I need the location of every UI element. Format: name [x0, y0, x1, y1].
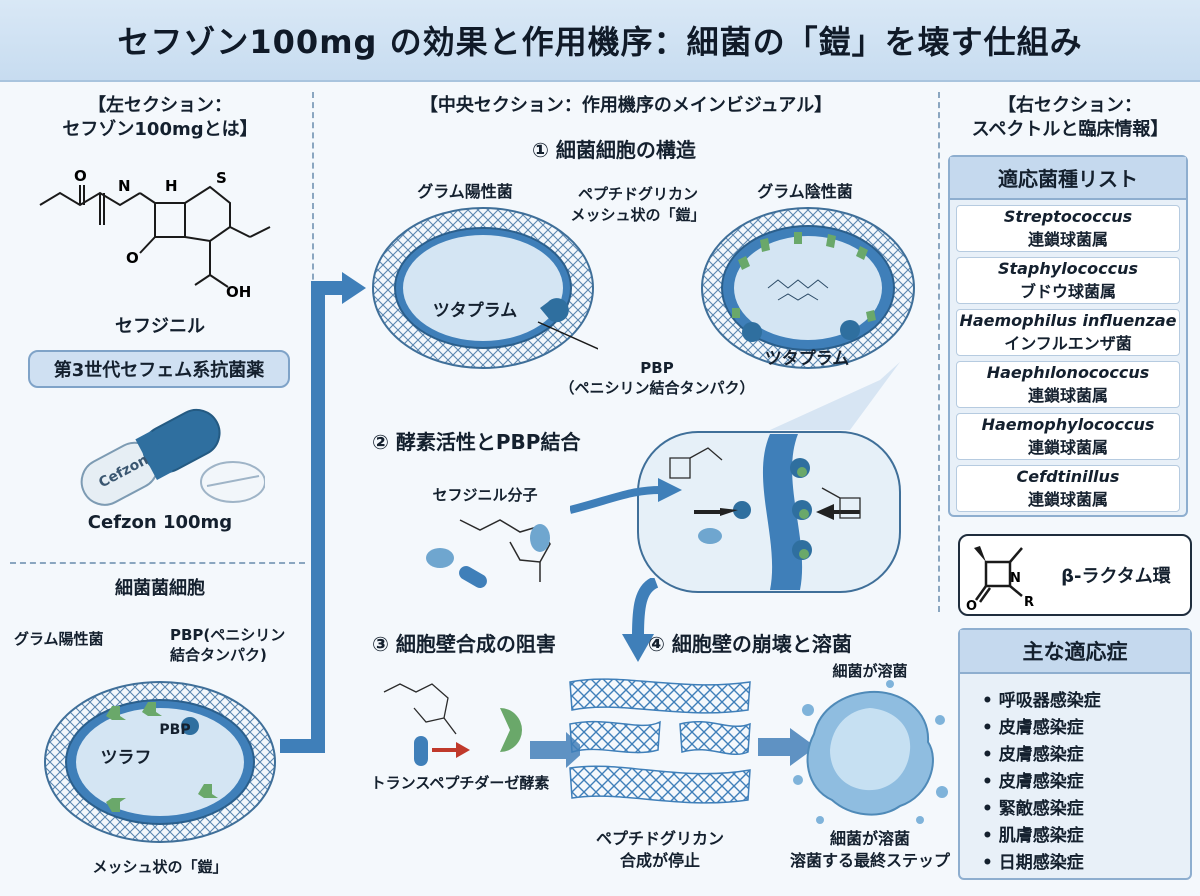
list-item: 緊敵感染症: [982, 796, 1190, 823]
species-jp: 連鎖球菌属: [1027, 386, 1108, 405]
pbp-label: PBP （ペニシリン結合タンパク）: [559, 359, 755, 398]
list-item: 日期感染症: [982, 850, 1190, 877]
left-pbp-note: PBP(ペニシリン 結合タンパク): [170, 626, 286, 664]
species-jp: インフルエンザ菌: [1004, 334, 1132, 353]
step1-title: ① 細菌細胞の構造: [532, 138, 696, 162]
lysing-bacterium: [793, 680, 948, 824]
enzyme-illustration: [383, 683, 580, 768]
left-cytoplasm-label: ツラフ: [100, 748, 152, 768]
synthesis-stop-label: ペプチドグリカン 合成が停止: [595, 829, 724, 870]
peptidoglycan-note: ペプチドグリカン メッシュ状の「鎧」: [570, 185, 706, 224]
gram-positive-cell: [372, 207, 598, 369]
beta-atom-o: O: [966, 599, 977, 612]
broken-mesh: [569, 678, 751, 804]
atom-s: S: [216, 169, 227, 187]
lysis-top-label: 細菌が溶菌: [832, 662, 908, 680]
species-name: Staphylococcus: [997, 259, 1139, 278]
step4-title: ④ 細胞壁の崩壊と溶菌: [648, 632, 852, 656]
atom-oh: OH: [226, 283, 251, 301]
list-item: 皮膚感染症: [982, 742, 1190, 769]
beta-atom-n: N: [1010, 571, 1021, 586]
arrow-right-lysis: [758, 728, 816, 766]
cytoplasm-neg-label: ツタプラム: [764, 349, 850, 369]
atom-o2: O: [126, 249, 139, 267]
lysis-bottom-label: 細菌が溶菌 溶菌する最終ステップ: [790, 829, 951, 870]
atom-h: H: [165, 177, 178, 195]
list-item: Cefdtinillus 連鎖球菌属: [956, 465, 1180, 512]
species-name: Streptococcus: [1003, 207, 1133, 226]
atom-o: O: [74, 167, 87, 185]
molecule-label: セフジニル分子: [432, 486, 538, 504]
center-section-header: 【中央セクション：作用機序のメインビジュアル】: [419, 95, 833, 116]
cell-section-header: 細菌菌細胞: [115, 578, 205, 599]
right-section-header: 【右セクション： スペクトルと臨床情報】: [971, 95, 1169, 141]
species-name: Haemophylococcus: [981, 415, 1155, 434]
list-item: 皮膚感染症: [982, 715, 1190, 742]
list-item: Haemophilus influenzae インフルエンザ菌: [956, 309, 1180, 356]
species-jp: ブドウ球菌属: [1019, 282, 1116, 301]
divider-left-horizontal: [10, 562, 305, 564]
zoom-callout: [570, 362, 901, 593]
cefdinir-structure: O N H S O OH: [39, 167, 271, 301]
cefdinir-molecules: [426, 519, 551, 588]
capsule-illustration: Cefzon: [80, 408, 265, 506]
arrow-down: [622, 578, 659, 662]
gram-negative-label: グラム陰性菌: [757, 182, 853, 201]
compound-name: セフジニル: [115, 316, 205, 337]
species-jp: 連鎖球菌属: [1027, 490, 1108, 509]
gram-positive-label: グラム陽性菌: [417, 182, 513, 201]
indications-panel: 主な適応症 呼吸器感染症 皮膚感染症 皮膚感染症 皮膚感染症 緊敵感染症 肌膚感…: [958, 628, 1192, 880]
flow-arrow-main: [280, 272, 366, 753]
list-item: Haemophylococcus 連鎖球菌属: [956, 413, 1180, 460]
product-name: Cefzon 100mg: [87, 512, 233, 533]
list-item: Streptococcus 連鎖球菌属: [956, 205, 1180, 252]
left-gram-positive-label: グラム陽性菌: [14, 630, 104, 648]
list-item: 呼吸器感染症: [982, 688, 1190, 715]
beta-lactam-box: [958, 534, 1192, 616]
species-jp: 連鎖球菌属: [1027, 438, 1108, 457]
species-title: 適応菌種リスト: [950, 157, 1186, 200]
gram-negative-cell: [701, 207, 915, 369]
beta-atom-r: R: [1024, 595, 1034, 610]
left-bacteria-cell: [44, 681, 276, 843]
species-name: Haemophilus influenzae: [959, 311, 1177, 330]
title-bar: セフゾン100mg の効果と作用機序：細菌の「鎧」を壊す仕組み: [0, 0, 1200, 82]
species-name: Haephılonococcus: [986, 363, 1150, 382]
species-name: Cefdtinillus: [1016, 467, 1120, 486]
list-item: 皮膚感染症: [982, 769, 1190, 796]
atom-n: N: [118, 177, 131, 195]
beta-lactam-label: β-ラクタム環: [1061, 566, 1171, 587]
indications-list: 呼吸器感染症 皮膚感染症 皮膚感染症 皮膚感染症 緊敵感染症 肌膚感染症 日期感…: [960, 674, 1190, 877]
indications-title: 主な適応症: [960, 630, 1190, 674]
enzyme-label: トランスペプチダーゼ酵素: [370, 774, 550, 792]
cytoplasm-label: ツタプラム: [432, 301, 518, 321]
beta-lactam-structure: O N R: [966, 546, 1034, 612]
list-item: 肌膚感染症: [982, 823, 1190, 850]
step2-title: ② 酵素活性とPBP結合: [372, 430, 581, 454]
divider-right: [938, 92, 940, 612]
species-jp: 連鎖球菌属: [1027, 230, 1108, 249]
left-section-header: 【左セクション： セフゾン100mgとは】: [62, 95, 258, 141]
list-item: Haephılonococcus 連鎖球菌属: [956, 361, 1180, 408]
list-item: Staphylococcus ブドウ球菌属: [956, 257, 1180, 304]
left-mesh-label: メッシュ状の「鎧」: [92, 858, 228, 876]
generation-badge: 第3世代セフェム系抗菌薬: [28, 350, 290, 388]
left-pbp-label: PBP: [159, 722, 191, 738]
species-panel: 適応菌種リスト Streptococcus 連鎖球菌属 Staphylococc…: [948, 155, 1188, 517]
step3-title: ③ 細胞壁合成の阻害: [372, 632, 556, 656]
page-title: セフゾン100mg の効果と作用機序：細菌の「鎧」を壊す仕組み: [117, 23, 1083, 61]
